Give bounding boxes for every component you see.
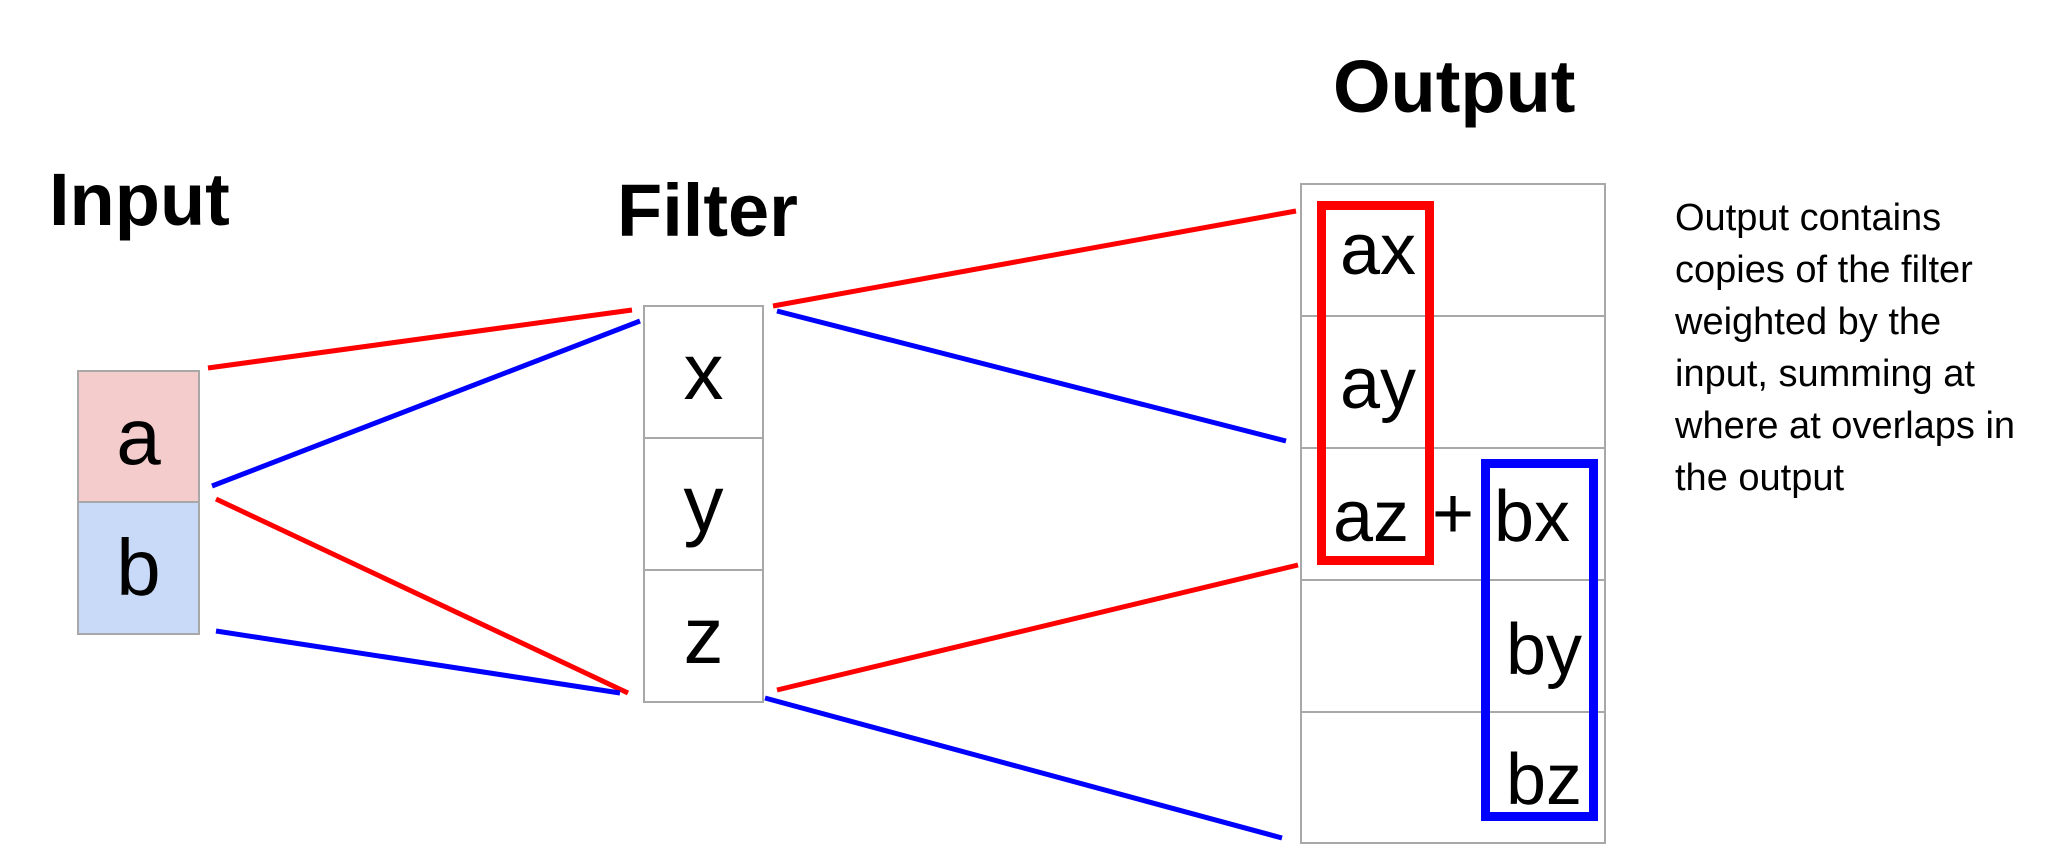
note-line: copies of the filter bbox=[1675, 249, 1973, 291]
output-title: Output bbox=[1333, 45, 1576, 128]
note-line: input, summing at bbox=[1675, 353, 1975, 395]
line-filter-bottom-to-az bbox=[776, 562, 1299, 693]
blue-copy-box bbox=[1481, 459, 1598, 821]
output-label-by: by bbox=[1506, 610, 1583, 690]
note-line: weighted by the bbox=[1675, 301, 1942, 343]
red-copy-box bbox=[1317, 201, 1434, 565]
line-filter-bottom-to-bz bbox=[764, 695, 1283, 841]
line-a-to-z bbox=[214, 496, 630, 696]
explanation-note: Output contains copies of the filter wei… bbox=[1675, 192, 2015, 504]
line-a-to-x bbox=[207, 307, 633, 371]
line-filter-top-to-bx bbox=[776, 308, 1287, 444]
filter-cell-z: z bbox=[643, 569, 764, 703]
note-line: the output bbox=[1675, 457, 1845, 499]
output-label-ax: ax bbox=[1340, 210, 1417, 290]
output-row-5 bbox=[1300, 711, 1606, 844]
filter-title: Filter bbox=[617, 169, 798, 252]
output-label-bz: bz bbox=[1506, 740, 1583, 820]
line-b-to-z bbox=[215, 628, 621, 696]
note-line: Output contains bbox=[1675, 197, 1942, 239]
line-filter-top-to-ax bbox=[772, 208, 1297, 309]
output-label-bx: bx bbox=[1494, 477, 1571, 557]
input-cell-b: b bbox=[77, 501, 200, 635]
note-line: where at overlaps in bbox=[1675, 405, 2016, 447]
output-label-ay: ay bbox=[1340, 344, 1417, 424]
input-cell-a: a bbox=[77, 370, 200, 503]
plus-sign: + bbox=[1432, 474, 1475, 554]
output-label-az: az bbox=[1333, 477, 1410, 557]
input-title: Input bbox=[49, 158, 230, 241]
line-b-to-x bbox=[211, 318, 641, 489]
